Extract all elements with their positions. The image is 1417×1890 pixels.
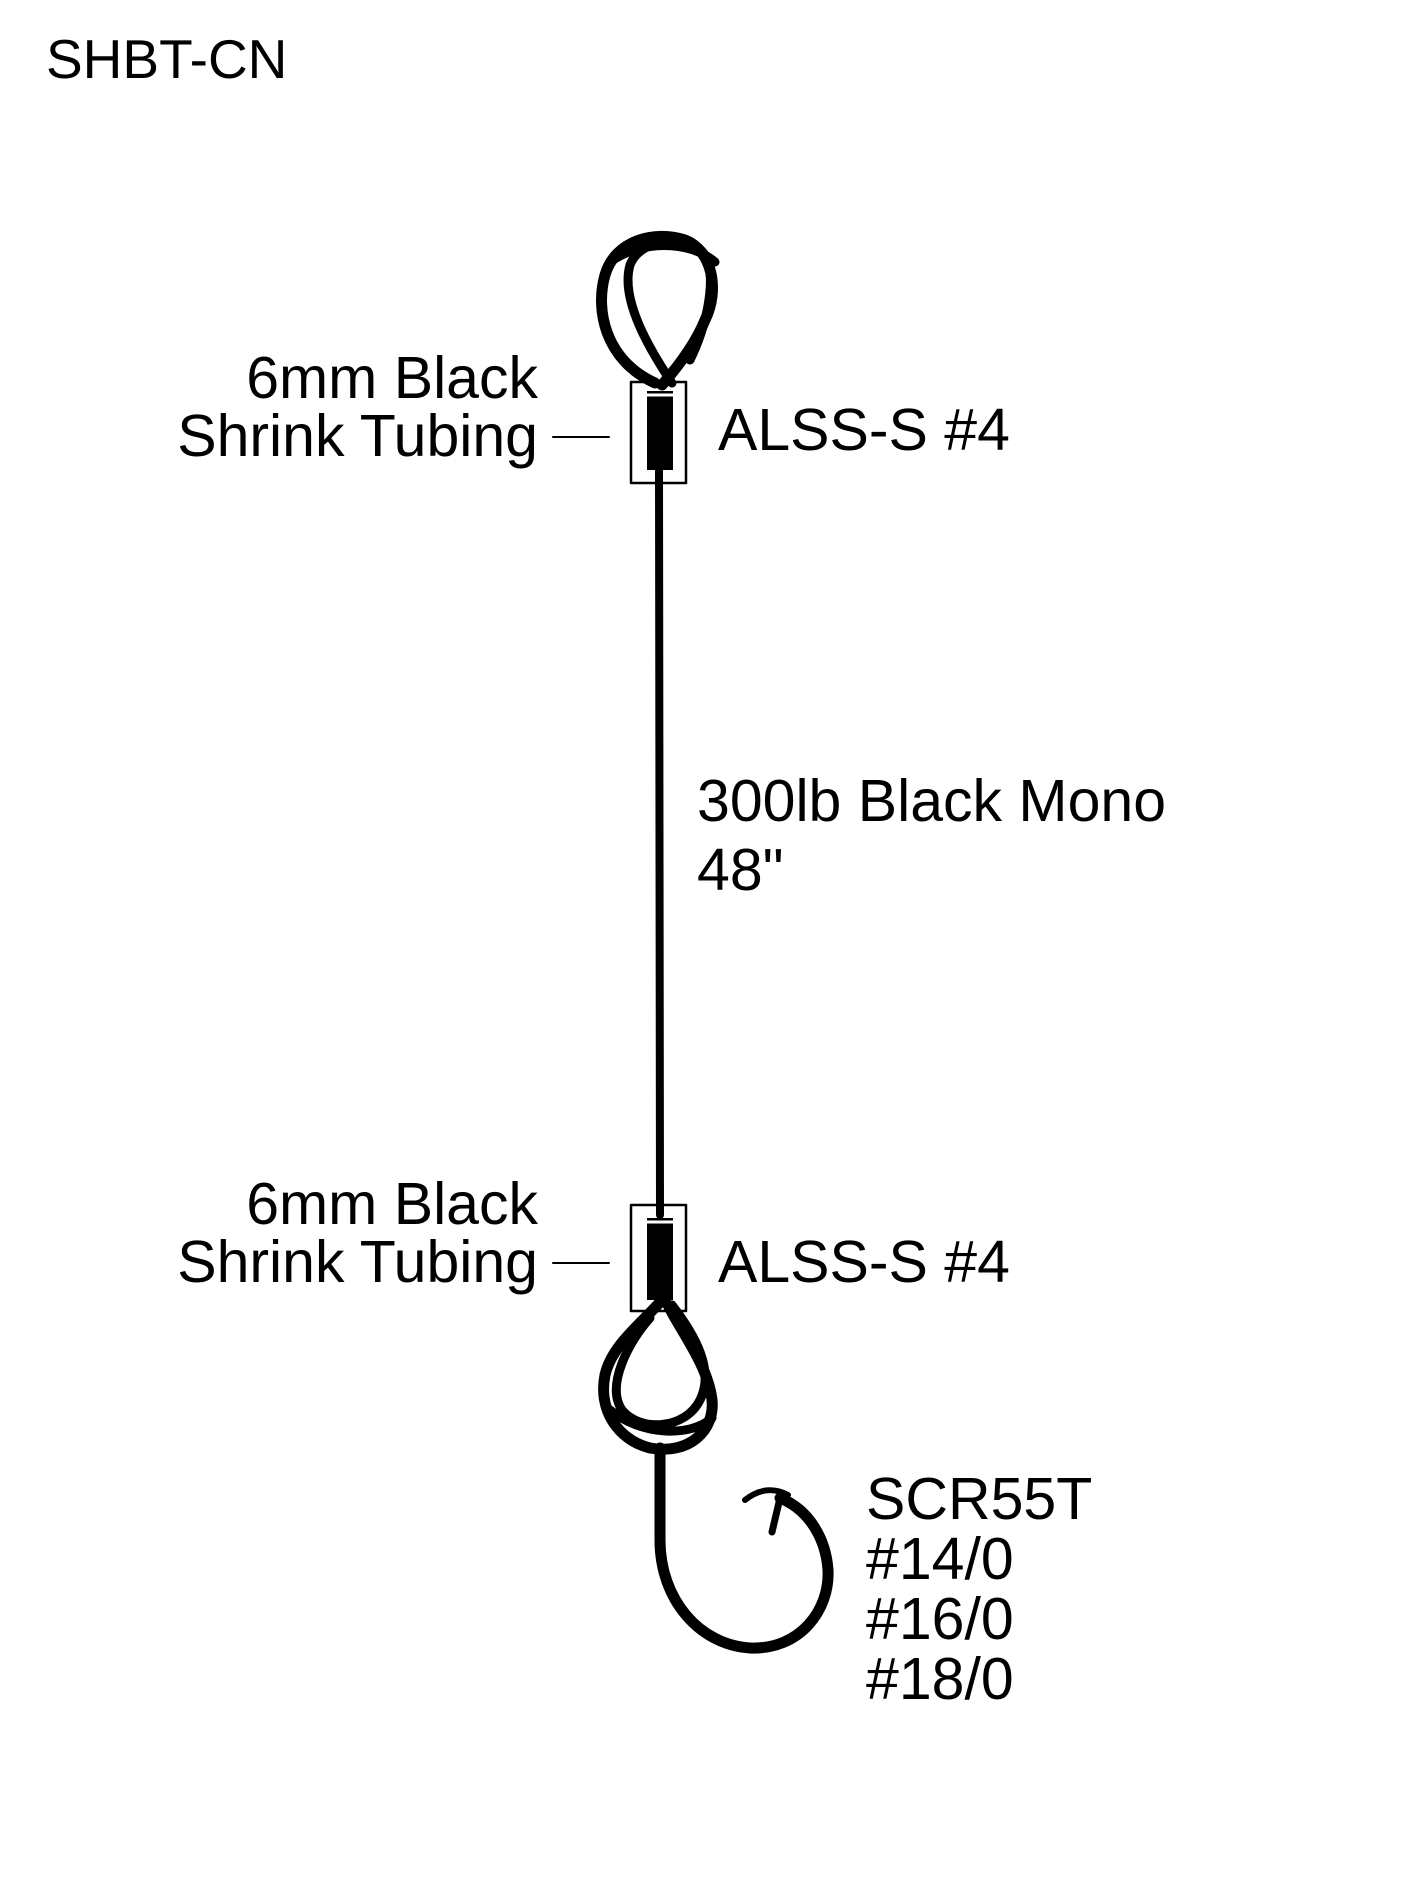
top-sleeve-label: ALSS-S #4 — [718, 397, 1010, 463]
hook-size-label: #14/0 — [866, 1526, 1014, 1592]
diagram-title: SHBT-CN — [46, 28, 288, 90]
bottom-crimp-sleeve — [629, 1203, 688, 1313]
hook — [654, 1442, 834, 1654]
top-tubing-label-line2: Shrink Tubing — [177, 403, 538, 469]
hook-size-label: #16/0 — [866, 1586, 1014, 1652]
mono-leader-line — [655, 466, 664, 1219]
top-loop — [596, 230, 720, 391]
top-tubing-label-line1: 6mm Black — [246, 345, 538, 411]
bottom-tubing-label-line1: 6mm Black — [246, 1171, 538, 1237]
leader-label-line1: 300lb Black Mono — [697, 768, 1167, 834]
bottom-loop — [598, 1294, 718, 1455]
leader-label-line2: 48" — [697, 837, 784, 903]
bottom-tubing-label-line2: Shrink Tubing — [177, 1229, 538, 1295]
hook-size-label: #18/0 — [866, 1646, 1014, 1712]
bottom-sleeve-label: ALSS-S #4 — [718, 1229, 1010, 1295]
hook-model-label: SCR55T — [866, 1466, 1093, 1532]
